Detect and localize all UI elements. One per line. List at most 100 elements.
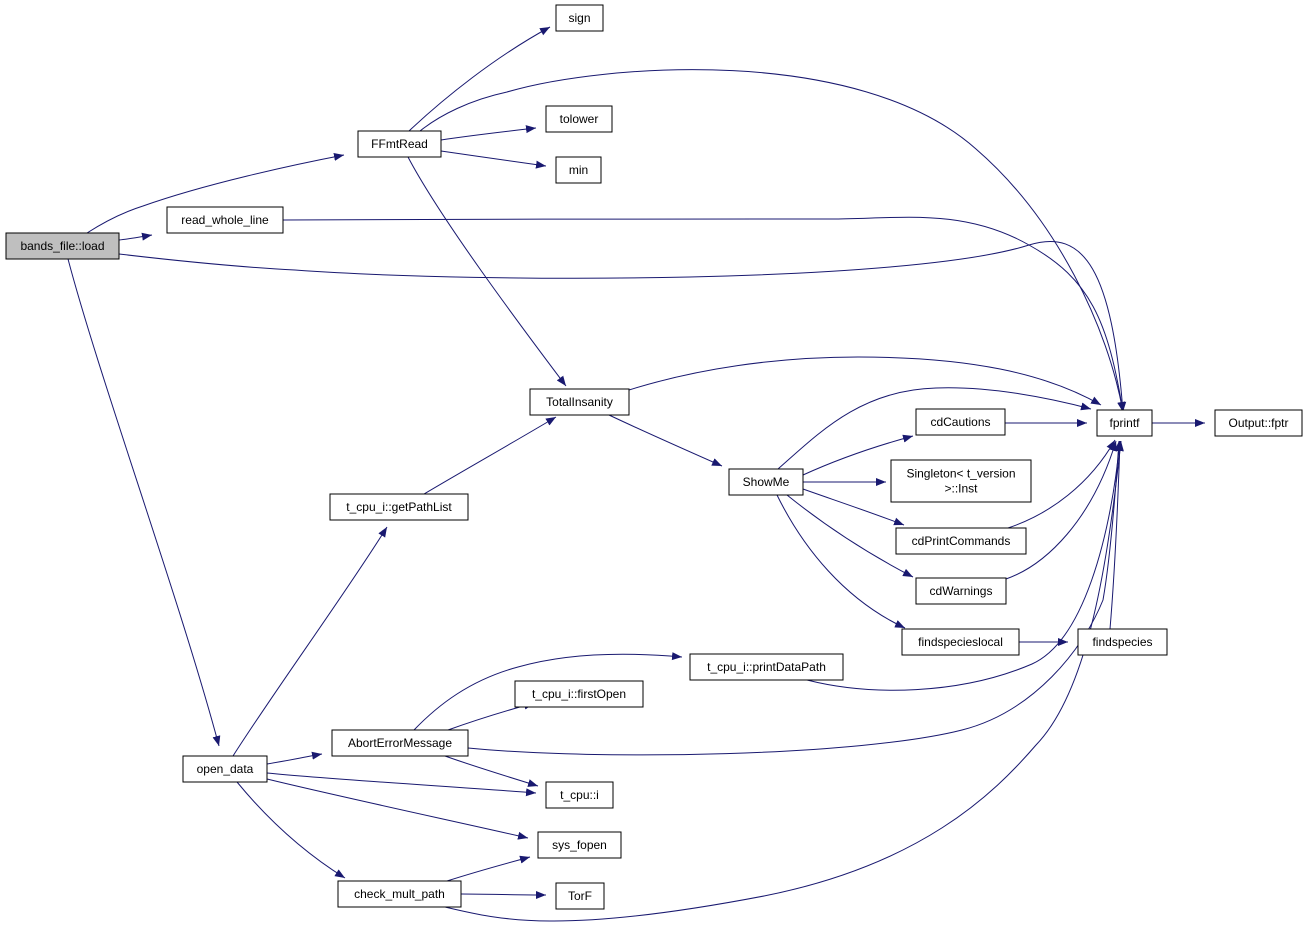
node-cdcautions[interactable]: cdCautions xyxy=(915,408,1006,436)
edge-arrow xyxy=(266,772,537,797)
node-box[interactable] xyxy=(915,577,1007,605)
node-check-mult-path[interactable]: check_mult_path xyxy=(337,880,462,908)
edge-arrow xyxy=(266,751,323,765)
node-box[interactable] xyxy=(545,781,614,809)
node-label: read_whole_line xyxy=(181,213,269,227)
edge-arrow xyxy=(777,387,1092,470)
node-box[interactable] xyxy=(545,105,613,133)
node-totalinsanity[interactable]: TotalInsanity xyxy=(529,388,630,416)
node-singleton[interactable]: Singleton< t_version>::Inst xyxy=(890,459,1032,503)
node-box[interactable] xyxy=(329,493,469,521)
node-label: check_mult_path xyxy=(354,887,445,901)
node-sign[interactable]: sign xyxy=(555,4,604,32)
edge-findspecies-to-fprintf xyxy=(1109,440,1124,630)
edge-ShowMe-to-cdCautions xyxy=(802,434,914,476)
edge-check_mult_path-to-fprintf xyxy=(444,440,1124,922)
node-torf[interactable]: TorF xyxy=(555,882,605,910)
edge-cdPrintCommands-to-fprintf xyxy=(1007,439,1116,529)
node-box[interactable] xyxy=(555,4,604,32)
node-cdwarnings[interactable]: cdWarnings xyxy=(915,577,1007,605)
node-findspecies[interactable]: findspecies xyxy=(1077,628,1168,656)
node-ffmtread[interactable]: FFmtRead xyxy=(357,130,442,158)
node-box[interactable] xyxy=(337,880,462,908)
node-getpathlist[interactable]: t_cpu_i::getPathList xyxy=(329,493,469,521)
node-label: tolower xyxy=(560,112,599,126)
node-findspecieslocal[interactable]: findspecieslocal xyxy=(901,628,1020,656)
edge-arrow xyxy=(806,440,1123,691)
node-label: findspecies xyxy=(1092,635,1152,649)
edge-load-to-fprintf xyxy=(118,240,1127,413)
edge-arrow xyxy=(118,240,1127,413)
edge-arrow xyxy=(444,440,1124,922)
node-tolower[interactable]: tolower xyxy=(545,105,613,133)
node-fprintf[interactable]: fprintf xyxy=(1096,409,1153,437)
node-cdprintcommands[interactable]: cdPrintCommands xyxy=(895,527,1027,555)
node-t-cpu-i[interactable]: t_cpu::i xyxy=(545,781,614,809)
edge-open_data-to-getPathList xyxy=(232,526,388,757)
edge-check_mult_path-to-sys_fopen xyxy=(446,855,531,882)
edge-arrow xyxy=(1109,440,1124,630)
edge-printDataPath-to-fprintf xyxy=(806,440,1123,691)
node-label: TorF xyxy=(568,889,592,903)
node-showme[interactable]: ShowMe xyxy=(728,468,804,496)
node-box[interactable] xyxy=(901,628,1020,656)
edge-arrow xyxy=(407,156,567,387)
node-box[interactable] xyxy=(890,459,1032,503)
node-box[interactable] xyxy=(331,729,469,757)
node-label: cdPrintCommands xyxy=(912,534,1011,548)
node-printdatapath[interactable]: t_cpu_i::printDataPath xyxy=(689,653,844,681)
edge-ShowMe-to-cdPrintCommands xyxy=(802,488,905,526)
node-box[interactable] xyxy=(514,680,644,708)
edge-arrow xyxy=(446,855,531,882)
node-box[interactable] xyxy=(895,527,1027,555)
edge-arrow xyxy=(236,781,346,879)
edge-arrow xyxy=(1005,440,1117,580)
node-box[interactable] xyxy=(1077,628,1168,656)
edge-TotalInsanity-to-fprintf xyxy=(628,356,1102,406)
edge-FFmtRead-to-sign xyxy=(408,26,551,132)
node-box[interactable] xyxy=(1214,409,1303,437)
node-label: cdWarnings xyxy=(930,584,993,598)
node-label: ShowMe xyxy=(743,475,790,489)
node-sys-fopen[interactable]: sys_fopen xyxy=(537,831,622,859)
node-label: AbortErrorMessage xyxy=(348,736,452,750)
node-label: t_cpu_i::printDataPath xyxy=(707,660,826,674)
node-box[interactable] xyxy=(689,653,844,681)
node-box[interactable] xyxy=(537,831,622,859)
node-box[interactable] xyxy=(1096,409,1153,437)
edge-getPathList-to-TotalInsanity xyxy=(423,416,557,495)
node-box[interactable] xyxy=(529,388,630,416)
node-min[interactable]: min xyxy=(555,156,602,184)
edge-arrow xyxy=(444,755,539,787)
edge-open_data-to-check_mult_path xyxy=(236,781,346,879)
node-box[interactable] xyxy=(166,206,284,234)
node-box[interactable] xyxy=(357,130,442,158)
edge-arrow xyxy=(802,488,905,526)
edge-arrow xyxy=(786,494,914,578)
node-label: FFmtRead xyxy=(371,137,428,151)
node-box[interactable] xyxy=(182,755,268,783)
node-label: >::Inst xyxy=(944,482,978,496)
node-label: open_data xyxy=(197,762,254,776)
node-load[interactable]: bands_file::load xyxy=(5,232,120,260)
node-open-data[interactable]: open_data xyxy=(182,755,268,783)
node-box[interactable] xyxy=(555,156,602,184)
edge-arrow xyxy=(628,356,1102,406)
node-label: findspecieslocal xyxy=(918,635,1003,649)
node-read-whole-line[interactable]: read_whole_line xyxy=(166,206,284,234)
edge-arrow xyxy=(1007,439,1116,529)
node-fptr[interactable]: Output::fptr xyxy=(1214,409,1303,437)
node-box[interactable] xyxy=(555,882,605,910)
node-box[interactable] xyxy=(5,232,120,260)
node-label: t_cpu_i::getPathList xyxy=(346,500,452,514)
edge-arrow xyxy=(408,26,551,132)
node-box[interactable] xyxy=(915,408,1006,436)
edge-load-to-FFmtRead xyxy=(86,152,345,234)
node-box[interactable] xyxy=(728,468,804,496)
edge-arrow xyxy=(802,434,914,476)
node-aborterrormessage[interactable]: AbortErrorMessage xyxy=(331,729,469,757)
edge-check_mult_path-to-TorF xyxy=(460,890,547,899)
edge-arrow xyxy=(232,526,388,757)
node-firstopen[interactable]: t_cpu_i::firstOpen xyxy=(514,680,644,708)
